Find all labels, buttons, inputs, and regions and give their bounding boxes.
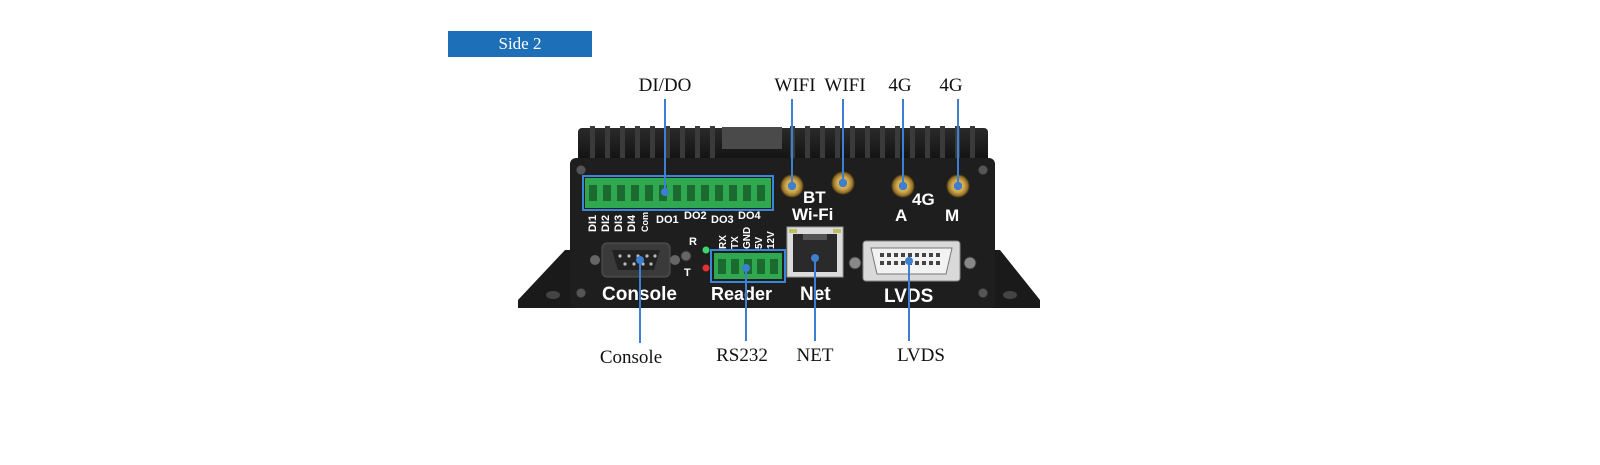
- label-bt: BT: [803, 188, 826, 207]
- console-db9-port: [590, 242, 680, 278]
- leader-dot-4g-2: [954, 182, 962, 190]
- callout-4g-1: 4G: [888, 75, 912, 96]
- label-12v: 12V: [766, 231, 777, 249]
- label-di1: DI1: [587, 215, 599, 232]
- callout-net: NET: [796, 345, 834, 366]
- heat-sink-fins: [578, 126, 988, 162]
- leader-dot-net: [811, 254, 819, 262]
- label-di2: DI2: [600, 215, 612, 232]
- label-do3: DO3: [711, 214, 734, 226]
- label-di3: DI3: [613, 215, 625, 232]
- label-ant-a: A: [895, 206, 907, 225]
- dido-terminal-block: [582, 175, 774, 211]
- label-rx: RX: [718, 235, 729, 249]
- label-4g: 4G: [912, 190, 935, 209]
- label-com: Com: [640, 212, 650, 232]
- leader-dot-lvds: [905, 257, 913, 265]
- callout-wifi-2: WIFI: [824, 75, 866, 96]
- leader-dot-wifi-2: [839, 179, 847, 187]
- label-t: T: [684, 267, 691, 279]
- label-gnd: GND: [742, 227, 753, 249]
- led-r: [702, 246, 710, 254]
- label-r: R: [689, 236, 697, 248]
- label-do1: DO1: [656, 214, 679, 226]
- label-do2: DO2: [684, 210, 707, 222]
- leader-dot-4g-1: [899, 182, 907, 190]
- rs232-highlight-box: [710, 249, 786, 283]
- callout-lvds: LVDS: [897, 345, 945, 366]
- flange-slot-left: [546, 291, 560, 299]
- side-label: Side 2: [448, 31, 592, 57]
- callout-console: Console: [599, 347, 663, 368]
- label-do4: DO4: [738, 210, 762, 222]
- leader-dot-dido: [661, 188, 669, 196]
- leader-dot-rs232: [742, 264, 750, 272]
- led-t: [702, 264, 710, 272]
- label-wifi: Wi-Fi: [792, 205, 833, 224]
- dido-highlight-box: [582, 175, 774, 211]
- label-5v: 5V: [754, 236, 765, 249]
- callout-wifi-1: WIFI: [774, 75, 816, 96]
- label-ant-m: M: [945, 206, 959, 225]
- status-leds: [680, 246, 710, 272]
- flange-slot-right: [1003, 291, 1017, 299]
- callout-4g-2: 4G: [939, 75, 963, 96]
- label-tx: TX: [730, 236, 741, 249]
- callout-rs232: RS232: [716, 345, 768, 366]
- leader-dot-console: [636, 256, 644, 264]
- label-reader: Reader: [711, 284, 772, 304]
- leader-dot-wifi-1: [788, 182, 796, 190]
- label-di4: DI4: [626, 214, 638, 232]
- callout-dido: DI/DO: [638, 75, 692, 96]
- panel-screws: [575, 164, 989, 299]
